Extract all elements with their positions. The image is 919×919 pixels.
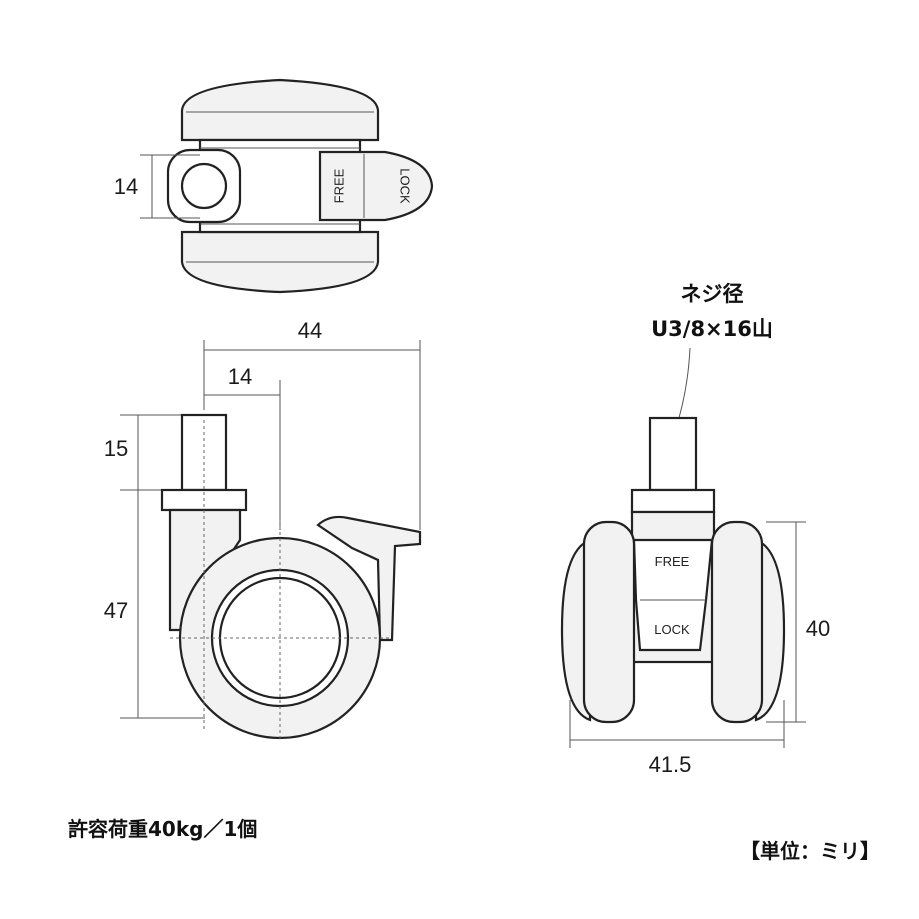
side-view: 44 14 15 47 — [104, 318, 422, 740]
front-dim-height: 40 — [806, 616, 830, 641]
front-thread-title: ネジ径 — [681, 282, 744, 306]
side-dim-width-total: 44 — [298, 318, 322, 343]
front-thread-spec: U3/8×16山 — [651, 317, 773, 341]
unit-note: 【単位：ミリ】 — [740, 839, 880, 863]
top-view: FREE LOCK 14 — [114, 78, 434, 294]
top-brake-pedal — [318, 150, 434, 222]
top-label-lock: LOCK — [398, 168, 413, 204]
front-label-free: FREE — [655, 554, 690, 569]
top-stem-hole — [180, 162, 228, 210]
front-collar — [630, 488, 716, 514]
top-wheel-upper — [180, 78, 380, 142]
top-dim-height: 14 — [114, 174, 138, 199]
front-wheel-right — [710, 520, 764, 724]
front-label-lock: LOCK — [654, 622, 690, 637]
side-dim-offset: 14 — [228, 364, 252, 389]
top-label-free: FREE — [331, 168, 346, 203]
front-stem — [648, 416, 698, 492]
load-note: 許容荷重40kg／1個 — [68, 817, 257, 841]
side-dim-stem: 15 — [104, 436, 128, 461]
front-leader-line — [675, 347, 691, 429]
side-dim-body: 47 — [104, 598, 128, 623]
front-wheel-left — [582, 520, 636, 724]
front-view: ネジ径 U3/8×16山 FREE LOCK 40 41.5 — [560, 282, 830, 777]
front-dim-width: 41.5 — [649, 752, 692, 777]
